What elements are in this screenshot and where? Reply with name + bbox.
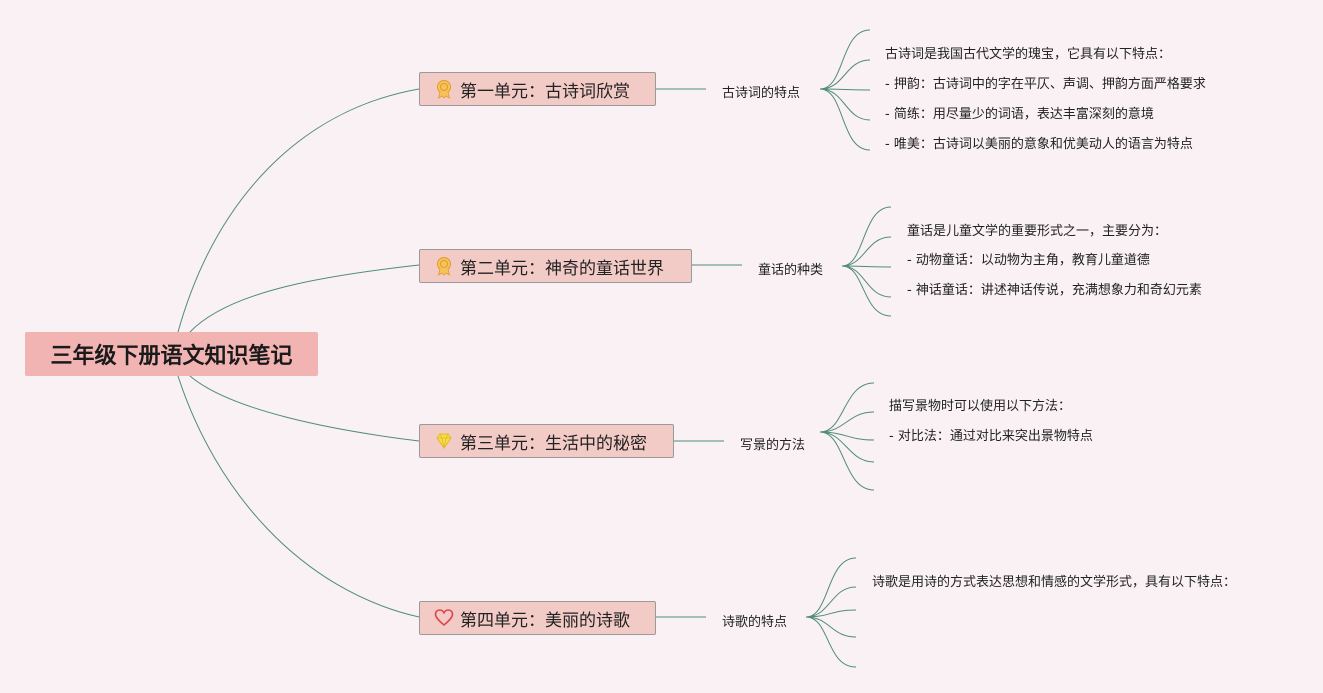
unit-4-label: 第四单元：美丽的诗歌	[460, 610, 630, 631]
unit-3-node[interactable]: 第三单元：生活中的秘密	[419, 424, 674, 458]
unit-1-note: - 简练：用尽量少的词语，表达丰富深刻的意境	[885, 107, 1154, 122]
medal-icon	[434, 79, 454, 99]
unit-2-label: 第二单元：神奇的童话世界	[460, 258, 664, 279]
unit-1-label: 第一单元：古诗词欣赏	[460, 81, 630, 102]
unit-3-label: 第三单元：生活中的秘密	[460, 433, 647, 454]
unit-1-node[interactable]: 第一单元：古诗词欣赏	[419, 72, 656, 106]
unit-2-note: - 神话童话：讲述神话传说，充满想象力和奇幻元素	[907, 283, 1202, 298]
unit-3-note: 描写景物时可以使用以下方法：	[889, 399, 1072, 414]
unit-1-note: 古诗词是我国古代文学的瑰宝，它具有以下特点：	[885, 47, 1172, 62]
unit-1-topic[interactable]: 古诗词的特点	[722, 86, 801, 101]
unit-4-topic[interactable]: 诗歌的特点	[722, 615, 788, 630]
unit-2-note: 童话是儿童文学的重要形式之一，主要分为：	[907, 224, 1168, 239]
unit-4-note: 诗歌是用诗的方式表达思想和情感的文学形式，具有以下特点：	[872, 575, 1237, 590]
root-title: 三年级下册语文知识笔记	[50, 344, 293, 369]
unit-1-note: - 押韵：古诗词中的字在平仄、声调、押韵方面严格要求	[885, 77, 1206, 92]
unit-4-node[interactable]: 第四单元：美丽的诗歌	[419, 601, 656, 635]
unit-2-note: - 动物童话：以动物为主角，教育儿童道德	[907, 253, 1150, 268]
unit-3-topic[interactable]: 写景的方法	[740, 438, 806, 453]
medal-icon	[434, 256, 454, 276]
heart-icon	[434, 608, 454, 628]
diamond-icon	[434, 431, 454, 451]
unit-3-note: - 对比法：通过对比来突出景物特点	[889, 429, 1093, 444]
root-node[interactable]: 三年级下册语文知识笔记	[25, 332, 318, 376]
unit-2-topic[interactable]: 童话的种类	[758, 263, 824, 278]
unit-2-node[interactable]: 第二单元：神奇的童话世界	[419, 249, 692, 283]
unit-1-note: - 唯美：古诗词以美丽的意象和优美动人的语言为特点	[885, 137, 1193, 152]
